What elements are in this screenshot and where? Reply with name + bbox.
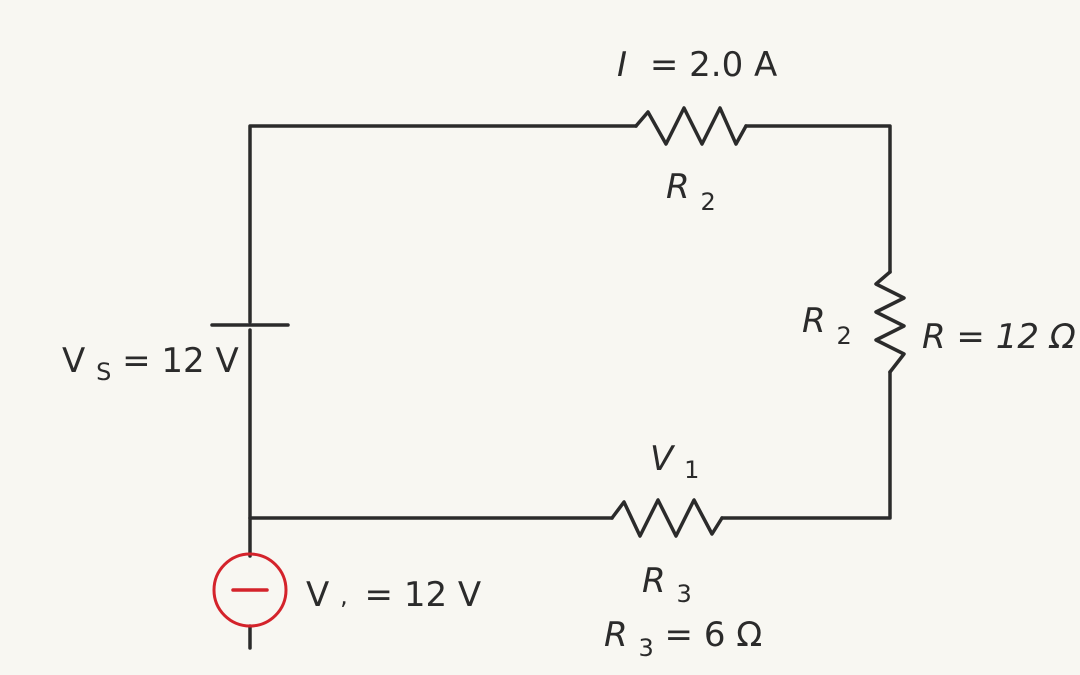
bottom-resistance-letter: R xyxy=(604,615,628,655)
source-value: = 12 V xyxy=(365,575,482,615)
bottom-resistance-label: R 3 = 6 Ω xyxy=(604,615,762,665)
top-resistor-sub: 2 xyxy=(700,188,715,216)
resistor-bottom-r3 xyxy=(610,498,724,538)
bottom-resistance-value: = 6 Ω xyxy=(665,615,763,655)
right-resistor-letter: R xyxy=(802,301,826,341)
right-resistor-label: R 2 xyxy=(802,301,852,350)
wire-right-bottom xyxy=(720,370,892,520)
wire-top-right xyxy=(744,124,892,274)
current-label: I = 2.0 A xyxy=(617,45,777,85)
bottom-resistor-sub: 3 xyxy=(676,580,691,608)
bottom-resistance-sub: 3 xyxy=(638,634,653,662)
bottom-voltage-letter: V xyxy=(650,439,676,479)
top-resistor-label: R 2 xyxy=(666,167,716,216)
right-resistor-sub: 2 xyxy=(836,322,851,350)
battery-letter: V xyxy=(62,341,85,381)
source-circle xyxy=(212,552,288,628)
source-label: V , = 12 V xyxy=(306,573,481,615)
bottom-resistor-letter: R xyxy=(642,561,666,601)
circuit-wires xyxy=(248,106,906,650)
wire-top-left xyxy=(248,124,638,324)
source-sub: , xyxy=(340,582,348,610)
right-resistance-label: R = 12 Ω xyxy=(922,317,1076,357)
source-letter: V xyxy=(306,575,329,615)
voltage-source-symbol xyxy=(212,552,288,628)
battery-value: = 12 V xyxy=(122,341,239,381)
bottom-resistor-label: R 3 xyxy=(642,561,692,608)
bottom-voltage-sub: 1 xyxy=(684,456,699,484)
current-symbol: I xyxy=(617,45,627,85)
battery-sub: S xyxy=(96,358,111,386)
bottom-voltage-label: V 1 xyxy=(650,439,699,484)
current-value: = 2.0 A xyxy=(650,45,777,85)
battery-label: V S = 12 V xyxy=(62,341,239,389)
top-resistor-letter: R xyxy=(666,167,690,207)
resistor-right-r2 xyxy=(874,270,906,374)
resistor-top-r2 xyxy=(634,106,748,146)
